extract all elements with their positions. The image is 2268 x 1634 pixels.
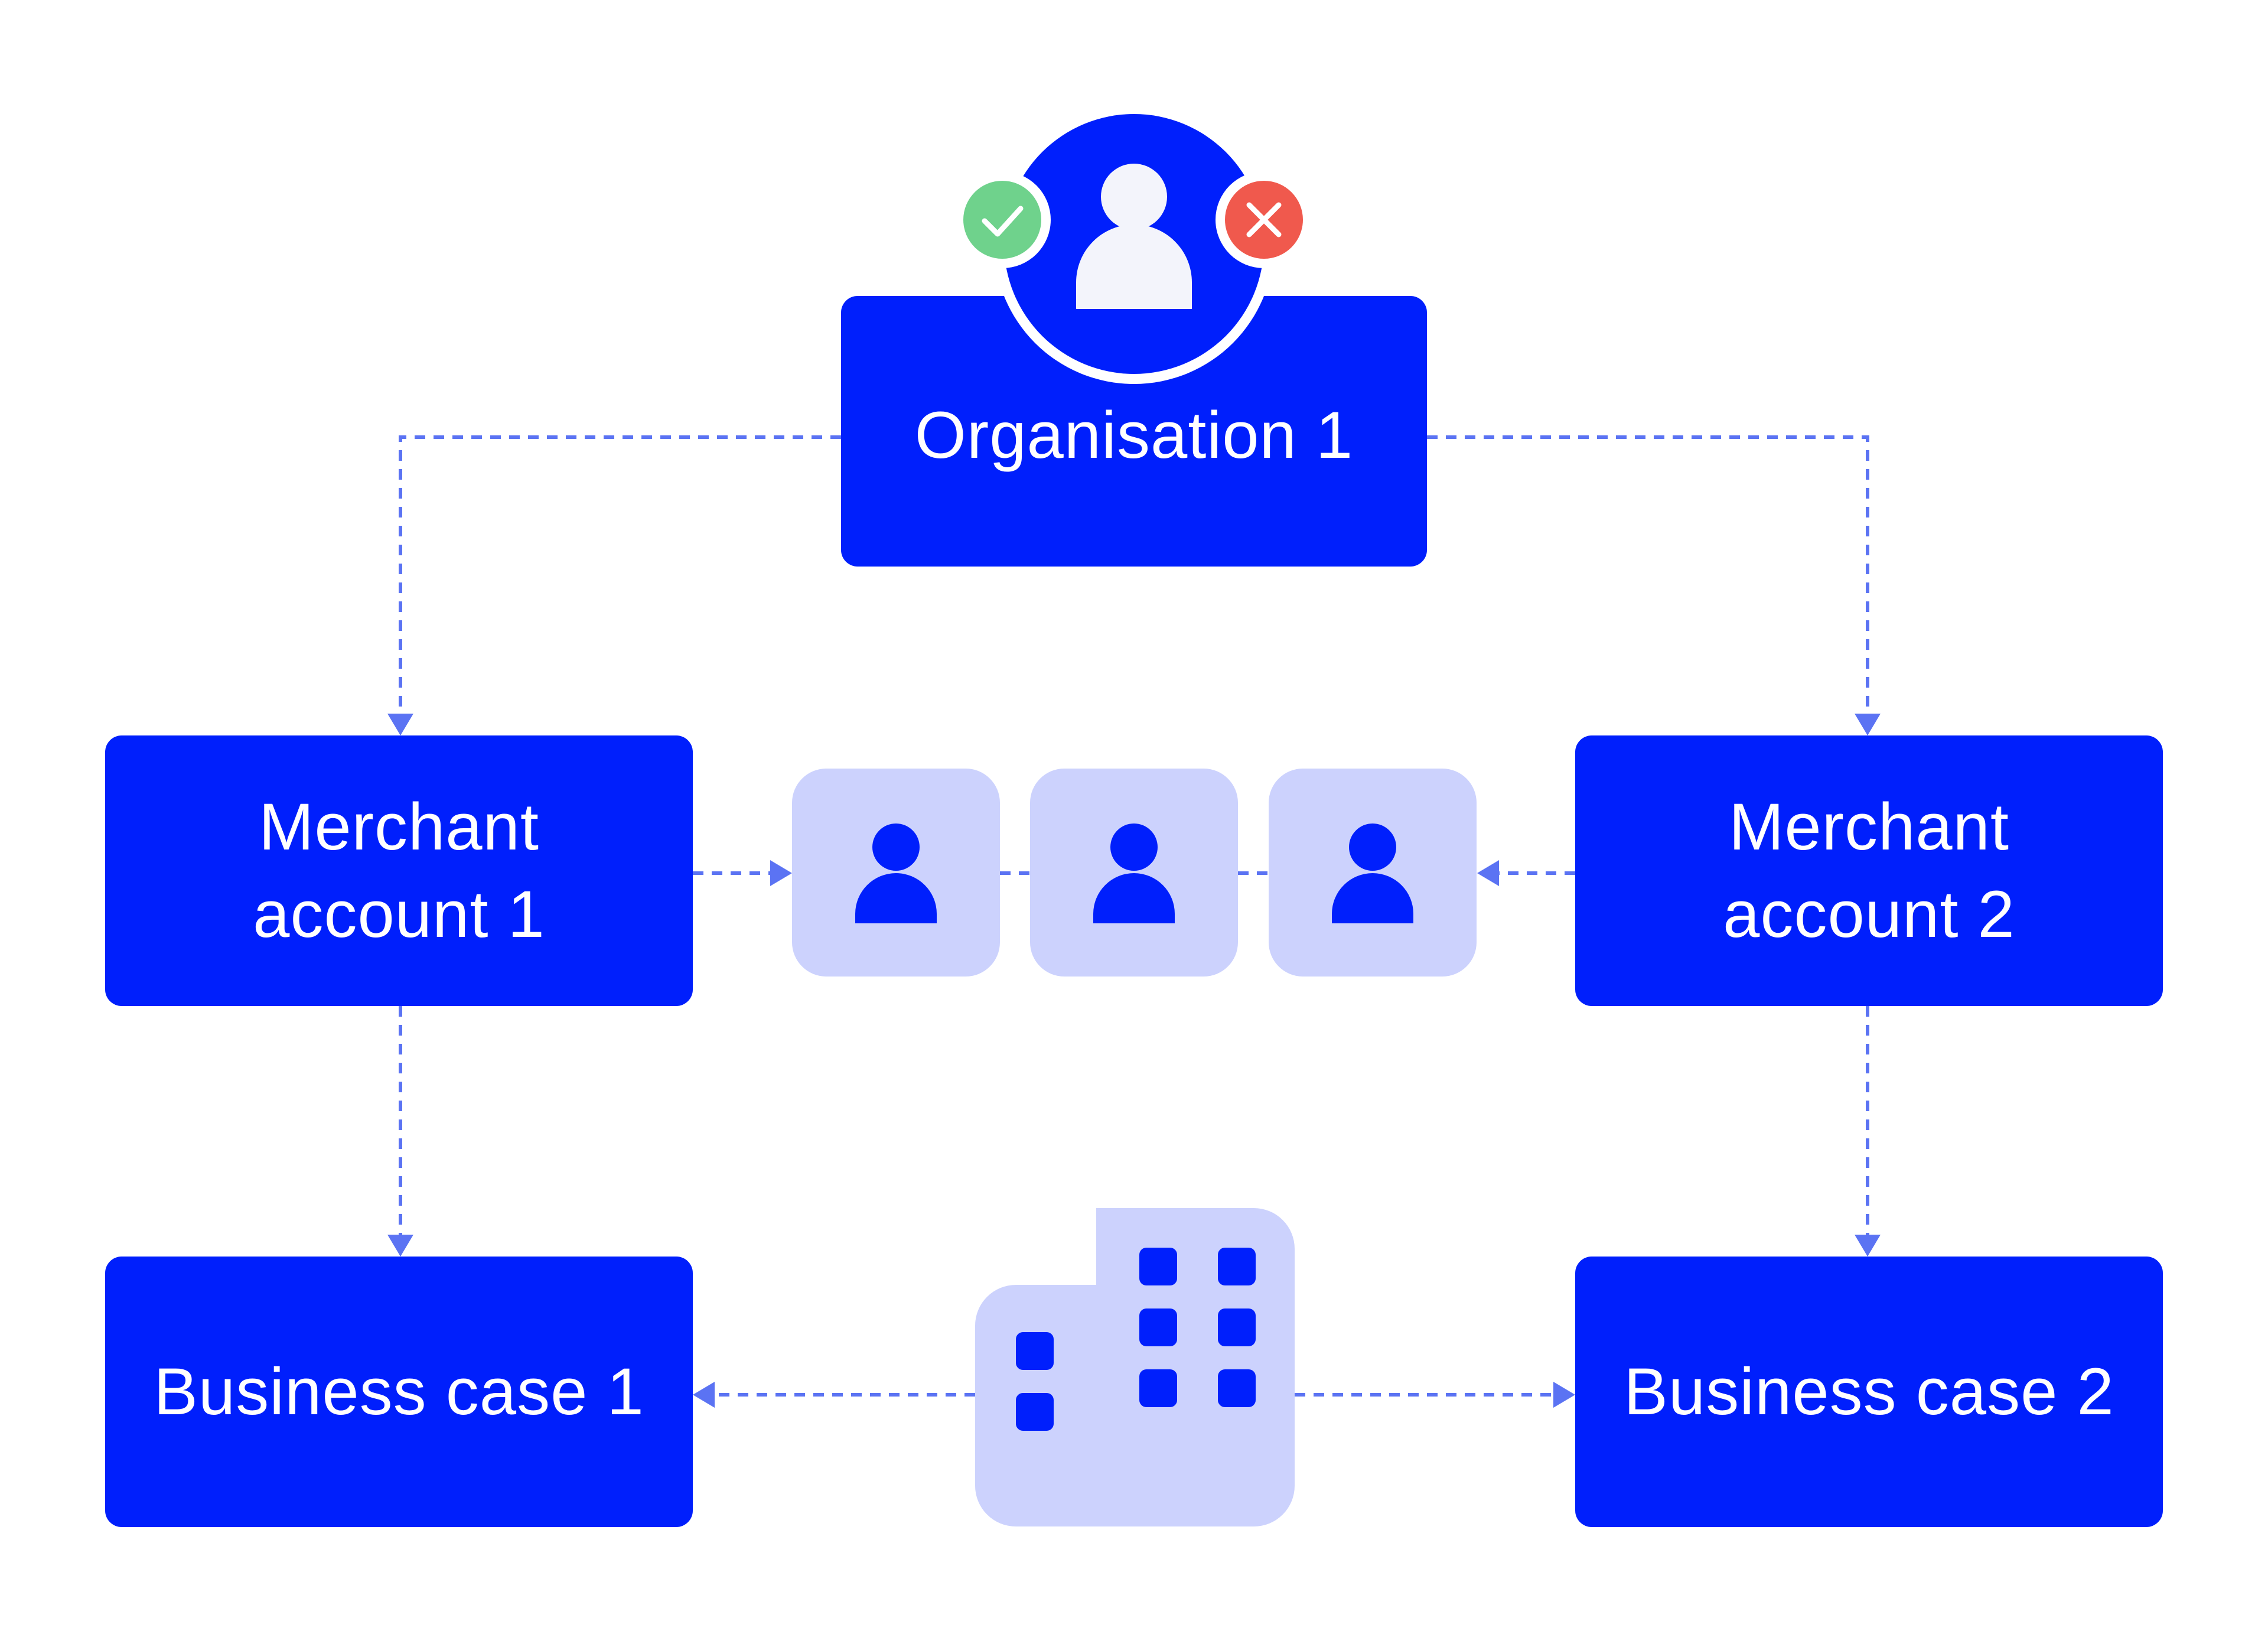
check-icon xyxy=(954,171,1051,268)
arrowhead-business-case-1-top xyxy=(387,1235,413,1257)
arrowhead-business-case-2-left xyxy=(1553,1382,1575,1408)
arrowhead-merchant-account-1-top xyxy=(387,714,413,735)
user-tile-3 xyxy=(1269,769,1477,977)
arrowhead-merchant-account-2-top xyxy=(1855,714,1881,735)
business-case-1-label: Business case 1 xyxy=(154,1355,644,1428)
business-case-2-label: Business case 2 xyxy=(1624,1355,2114,1428)
organisation-label: Organisation 1 xyxy=(914,398,1354,472)
edge-org-to-merchant-account-2 xyxy=(1427,435,1869,715)
arrowhead-business-case-1-right xyxy=(693,1382,715,1408)
user-icon xyxy=(855,823,937,923)
merchant-account-2-node: Merchant account 2 xyxy=(1575,735,2163,1006)
user-tile-2 xyxy=(1030,769,1238,977)
business-case-2-node: Business case 2 xyxy=(1575,1257,2163,1527)
user-icon xyxy=(1093,823,1175,923)
user-tile-1 xyxy=(792,769,1000,977)
arrowhead-users-right xyxy=(1477,860,1499,886)
edge-org-to-merchant-account-1 xyxy=(399,435,841,715)
user-icon xyxy=(994,104,1274,384)
business-case-1-node: Business case 1 xyxy=(105,1257,693,1527)
merchant-account-1-node: Merchant account 1 xyxy=(105,735,693,1006)
close-icon xyxy=(1216,171,1312,268)
merchant-account-2-label: Merchant account 2 xyxy=(1723,790,2015,951)
arrowhead-business-case-2-top xyxy=(1855,1235,1881,1257)
arrowhead-users-left xyxy=(770,860,792,886)
merchant-account-1-label: Merchant account 1 xyxy=(253,790,545,951)
user-icon xyxy=(1332,823,1413,923)
